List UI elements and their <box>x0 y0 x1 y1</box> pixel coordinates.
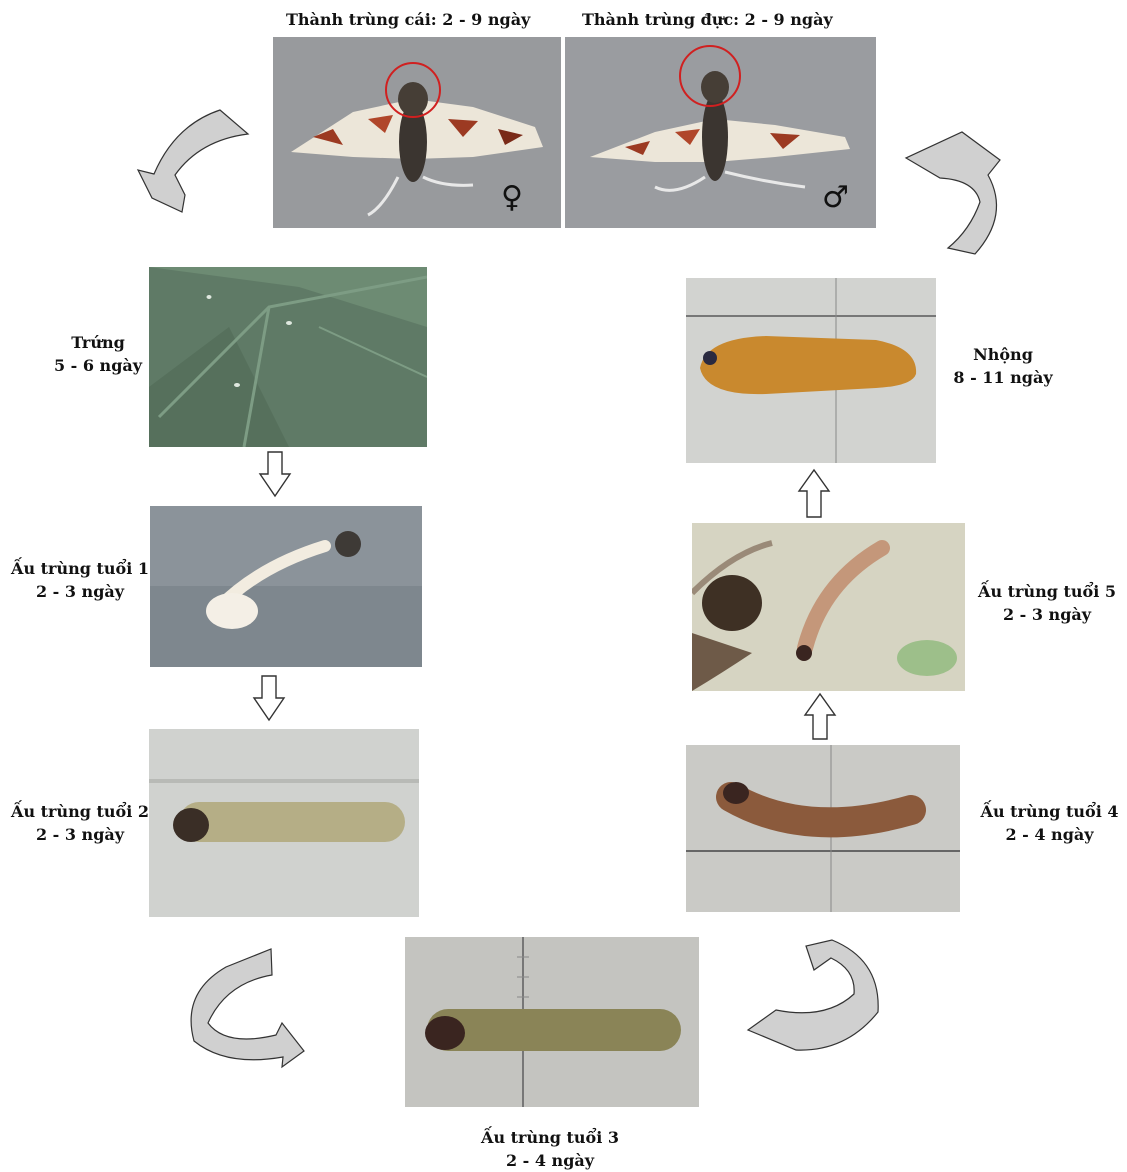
adult-female-title: Thành trùng cái: 2 - 9 ngày <box>286 8 530 31</box>
larva1-photo <box>150 506 422 667</box>
egg-label: Trứng 5 - 6 ngày <box>48 331 148 377</box>
larva2-label: Ấu trùng tuổi 2 2 - 3 ngày <box>10 800 150 846</box>
larva1-label: Ấu trùng tuổi 1 2 - 3 ngày <box>10 557 150 603</box>
egg-name: Trứng <box>48 331 148 354</box>
larva4-photo <box>686 745 960 912</box>
larva4-name: Ấu trùng tuổi 4 <box>972 800 1127 823</box>
arrow-larva1-to-larva2 <box>253 676 285 722</box>
arrow-larva5-to-pupa <box>798 469 830 519</box>
larva3-duration: 2 - 4 ngày <box>430 1149 670 1172</box>
larva3-name: Ấu trùng tuổi 3 <box>430 1126 670 1149</box>
arrow-larva4-to-larva5 <box>804 693 836 741</box>
larva2-photo <box>149 729 419 917</box>
larva5-photo <box>692 523 965 691</box>
larva2-name: Ấu trùng tuổi 2 <box>10 800 150 823</box>
pupa-duration: 8 - 11 ngày <box>948 366 1058 389</box>
egg-duration: 5 - 6 ngày <box>48 354 148 377</box>
larva4-duration: 2 - 4 ngày <box>972 823 1127 846</box>
larva1-name: Ấu trùng tuổi 1 <box>10 557 150 580</box>
larva2-duration: 2 - 3 ngày <box>10 823 150 846</box>
larva1-duration: 2 - 3 ngày <box>10 580 150 603</box>
arrow-egg-to-larva1 <box>259 452 291 498</box>
curved-arrow-larva2-to-larva3 <box>186 943 316 1071</box>
pupa-name: Nhộng <box>948 343 1058 366</box>
curved-arrow-adult-to-egg <box>130 100 260 230</box>
male-symbol: ♂ <box>822 180 849 215</box>
pupa-photo <box>686 278 936 463</box>
curved-arrow-larva3-to-larva4 <box>746 940 886 1060</box>
larva4-label: Ấu trùng tuổi 4 2 - 4 ngày <box>972 800 1127 846</box>
larva3-photo <box>405 937 699 1107</box>
larva5-label: Ấu trùng tuổi 5 2 - 3 ngày <box>972 580 1122 626</box>
female-symbol: ♀ <box>501 180 523 215</box>
larva5-duration: 2 - 3 ngày <box>972 603 1122 626</box>
egg-photo <box>149 267 427 447</box>
pupa-label: Nhộng 8 - 11 ngày <box>948 343 1058 389</box>
larva3-label: Ấu trùng tuổi 3 2 - 4 ngày <box>430 1126 670 1172</box>
larva5-name: Ấu trùng tuổi 5 <box>972 580 1122 603</box>
adult-male-title: Thành trùng đực: 2 - 9 ngày <box>582 8 833 31</box>
curved-arrow-pupa-to-adult <box>900 120 1030 260</box>
